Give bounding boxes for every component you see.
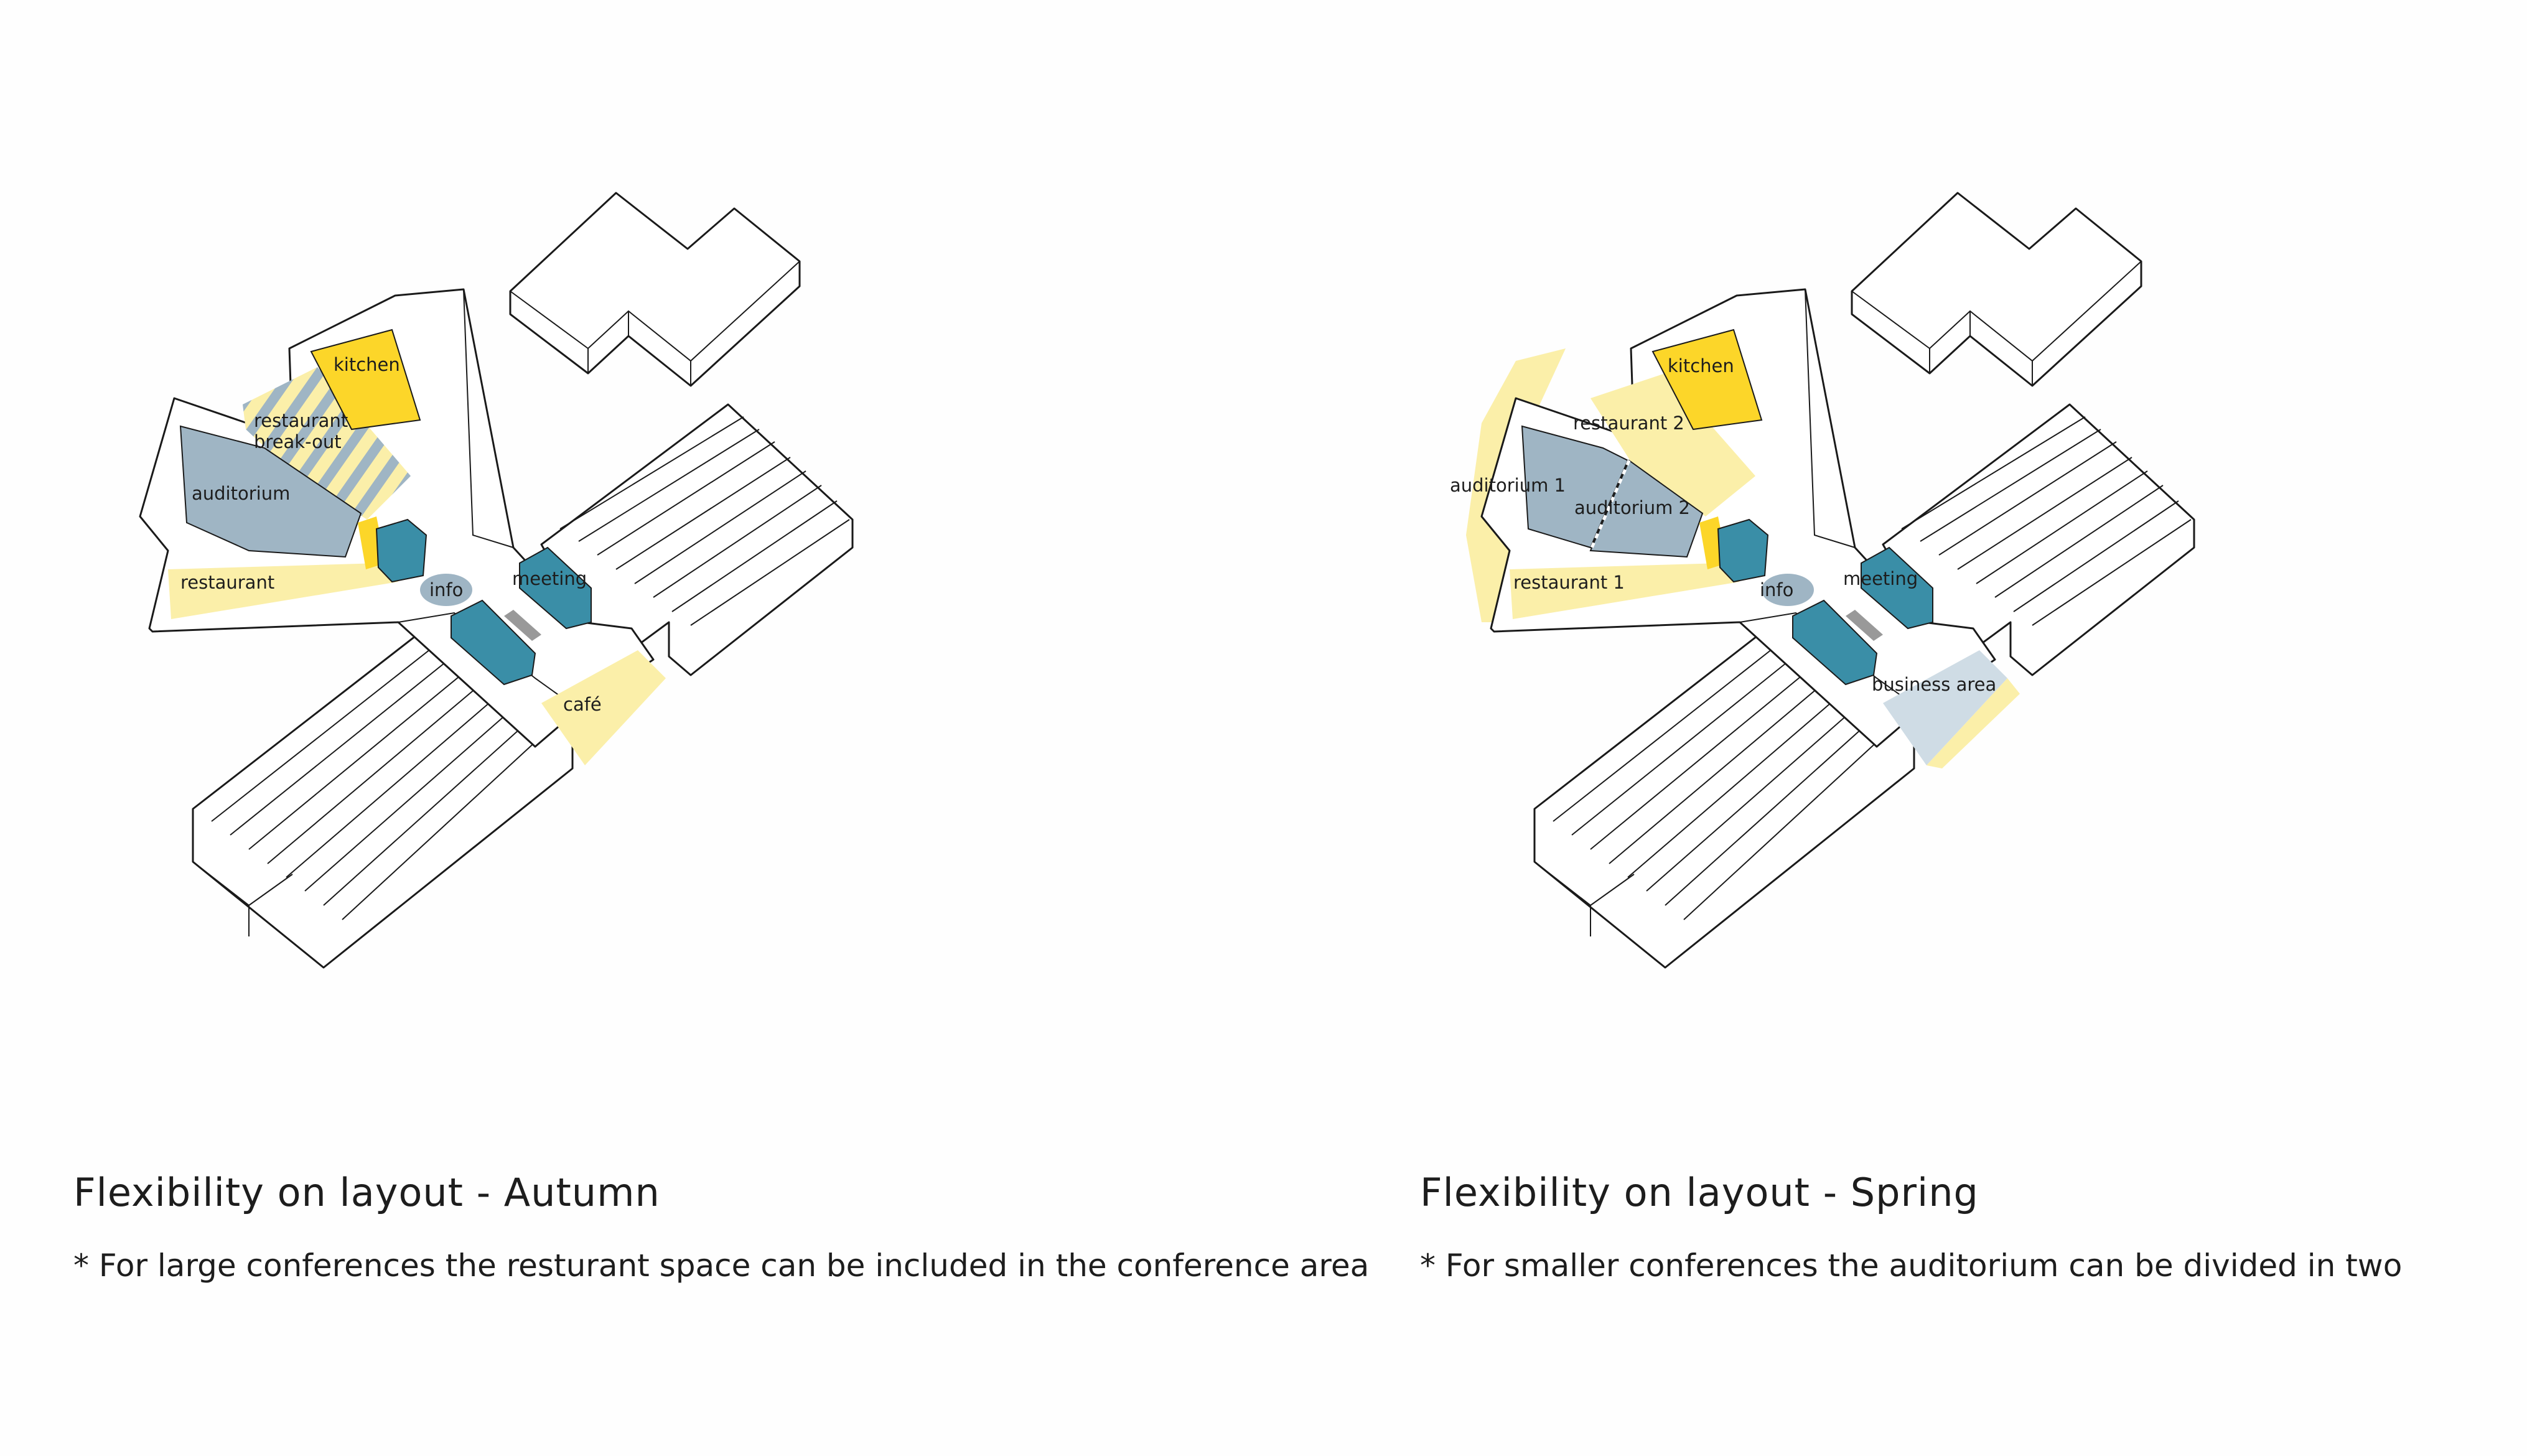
- teal-block-2: [1792, 599, 1878, 686]
- panel-autumn: kitchen restaurant break-out auditorium …: [0, 0, 1369, 1456]
- info-ellipse: [1762, 574, 1814, 606]
- panel-title: Flexibility on layout - Autumn: [73, 1170, 660, 1215]
- auditorium-divider: [1589, 460, 1631, 551]
- teal-block-1: [1717, 518, 1769, 583]
- teal-block-2: [451, 599, 536, 686]
- info-ellipse: [420, 574, 472, 606]
- label-restaurant-1: restaurant 1: [1513, 572, 1625, 593]
- grey-fixture: [1846, 610, 1883, 641]
- meeting-block: [1861, 546, 1933, 630]
- business-area-halo: [1927, 678, 2020, 768]
- auditorium-2-area: [1589, 459, 1704, 558]
- label-info: info: [1760, 579, 1793, 600]
- label-auditorium: auditorium: [192, 483, 290, 504]
- panel-spring: kitchen restaurant 2 auditorium 1 audito…: [1342, 0, 2527, 1456]
- teal-block-1: [375, 518, 427, 583]
- kitchen-area: [1651, 329, 1763, 431]
- cafe-area: [541, 650, 666, 765]
- restaurant-2-area: [1590, 373, 1755, 516]
- spring-floorplan-diagram: kitchen restaurant 2 auditorium 1 audito…: [1450, 192, 2195, 969]
- detached-building-block: [509, 192, 801, 387]
- label-info: info: [429, 579, 463, 600]
- label-auditorium-2: auditorium 2: [1574, 497, 1690, 518]
- lower-stepped-wing: [192, 624, 574, 969]
- label-kitchen: kitchen: [1668, 355, 1734, 376]
- meeting-block: [519, 546, 592, 630]
- auditorium-area: [179, 425, 362, 558]
- label-restaurant-2: restaurant 2: [1573, 413, 1684, 434]
- label-cafe: café: [563, 694, 602, 715]
- detached-building-block: [1851, 192, 2142, 387]
- kitchen-area: [310, 329, 421, 431]
- panel-note: * For large conferences the resturant sp…: [73, 1248, 1370, 1284]
- auditorium-1-area: [1521, 425, 1629, 549]
- label-business-area: business area: [1872, 674, 1996, 695]
- label-auditorium-1: auditorium 1: [1450, 475, 1566, 496]
- panel-title: Flexibility on layout - Spring: [1420, 1170, 1979, 1215]
- label-restaurant-breakout-1: restaurant: [254, 410, 348, 431]
- restaurant-area: [168, 563, 398, 619]
- label-kitchen: kitchen: [334, 354, 400, 375]
- label-restaurant-breakout-2: break-out: [254, 431, 342, 452]
- grey-fixture: [504, 610, 541, 641]
- autumn-floorplan-diagram: kitchen restaurant break-out auditorium …: [139, 192, 854, 969]
- panel-note: * For smaller conferences the auditorium…: [1420, 1248, 2403, 1284]
- business-area: [1883, 650, 2007, 765]
- restaurant-breakout-area: [243, 367, 411, 520]
- label-meeting: meeting: [1843, 568, 1918, 589]
- label-meeting: meeting: [512, 568, 587, 589]
- restaurant-1-area: [1510, 563, 1740, 619]
- label-restaurant: restaurant: [180, 572, 274, 593]
